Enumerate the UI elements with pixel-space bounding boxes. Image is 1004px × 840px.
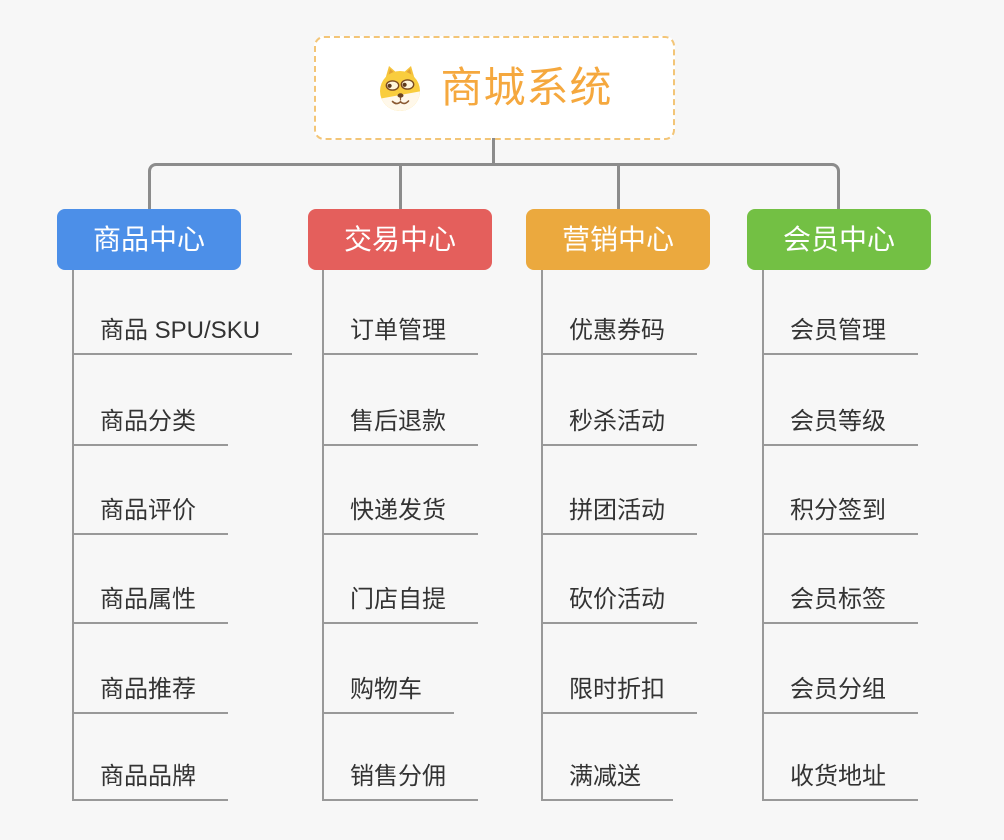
child-topic[interactable]: 限时折扣 (543, 674, 697, 714)
child-topic[interactable]: 订单管理 (324, 315, 478, 355)
child-topic[interactable]: 商品 SPU/SKU (74, 315, 293, 355)
child-topic[interactable]: 商品品牌 (74, 761, 228, 801)
shiba-dog-icon (380, 66, 421, 111)
branch-marketing-center[interactable]: 营销中心 (526, 209, 710, 270)
child-topic[interactable]: 满减送 (543, 761, 673, 801)
child-topic[interactable]: 购物车 (324, 674, 454, 714)
child-topic[interactable]: 商品推荐 (74, 674, 228, 714)
branch-trade-children: 订单管理 售后退款 快递发货 门店自提 购物车 销售分佣 (322, 270, 574, 801)
child-topic[interactable]: 售后退款 (324, 406, 478, 446)
child-topic[interactable]: 会员分组 (764, 674, 918, 714)
branch-member-children: 会员管理 会员等级 积分签到 会员标签 会员分组 收货地址 (762, 270, 1004, 801)
child-topic[interactable]: 会员管理 (764, 315, 918, 355)
child-topic[interactable]: 快递发货 (324, 495, 478, 535)
connector-branch2-drop (399, 163, 402, 211)
child-topic[interactable]: 商品评价 (74, 495, 228, 535)
child-topic[interactable]: 会员等级 (764, 406, 918, 446)
child-topic[interactable]: 积分签到 (764, 495, 918, 535)
child-topic[interactable]: 秒杀活动 (543, 406, 697, 446)
connector-root-stem (492, 138, 495, 165)
branch-product-children: 商品 SPU/SKU 商品分类 商品评价 商品属性 商品推荐 商品品牌 (72, 270, 324, 801)
child-topic[interactable]: 商品属性 (74, 584, 228, 624)
connector-branch3-drop (617, 163, 620, 211)
child-topic[interactable]: 商品分类 (74, 406, 228, 446)
branch-trade-center[interactable]: 交易中心 (308, 209, 492, 270)
connector-elbow-right (494, 163, 840, 211)
child-topic[interactable]: 优惠券码 (543, 315, 697, 355)
child-topic[interactable]: 门店自提 (324, 584, 478, 624)
root-node[interactable]: 商城系统 (314, 36, 675, 140)
child-topic[interactable]: 收货地址 (764, 761, 918, 801)
branch-product-center[interactable]: 商品中心 (57, 209, 241, 270)
child-topic[interactable]: 会员标签 (764, 584, 918, 624)
connector-elbow-left (148, 163, 495, 211)
child-topic[interactable]: 销售分佣 (324, 761, 478, 801)
child-topic[interactable]: 拼团活动 (543, 495, 697, 535)
branch-member-center[interactable]: 会员中心 (747, 209, 931, 270)
child-topic[interactable]: 砍价活动 (543, 584, 697, 624)
root-title: 商城系统 (440, 64, 613, 111)
branch-marketing-children: 优惠券码 秒杀活动 拼团活动 砍价活动 限时折扣 满减送 (541, 270, 793, 801)
